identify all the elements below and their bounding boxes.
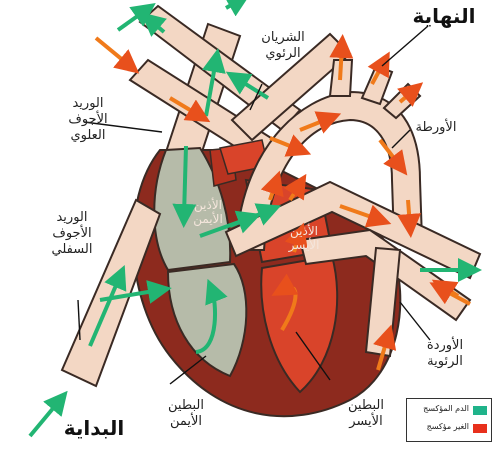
label-aorta: الأورطة xyxy=(396,120,476,136)
legend-item-deoxygenated: الغير مؤكسج xyxy=(411,421,489,437)
label-left-atrium: الأذين الأيسر xyxy=(274,224,334,252)
legend-item-oxygenated: الدم المؤكسج xyxy=(411,403,489,419)
legend-label-deoxygenated: الغير مؤكسج xyxy=(427,422,469,431)
label-pulmonary-artery: الشريان الرئوي xyxy=(238,30,328,62)
label-start: البداية xyxy=(44,416,144,440)
legend-swatch-green xyxy=(473,406,487,415)
legend-label-oxygenated: الدم المؤكسج xyxy=(423,404,469,413)
label-superior-vena-cava: الوريد الأجوف العلوي xyxy=(38,96,138,144)
label-pulmonary-veins: الأوردة الرئوية xyxy=(400,338,490,370)
label-inferior-vena-cava: الوريد الأجوف السفلي xyxy=(22,210,122,258)
label-right-atrium: الأذين الأيمن xyxy=(178,198,238,226)
label-end: النهاية xyxy=(396,4,492,28)
label-left-ventricle: البطين الأيسر xyxy=(326,398,406,430)
color-legend: الدم المؤكسج الغير مؤكسج xyxy=(406,398,492,442)
label-right-ventricle: البطين الأيمن xyxy=(146,398,226,430)
legend-swatch-red xyxy=(473,424,487,433)
